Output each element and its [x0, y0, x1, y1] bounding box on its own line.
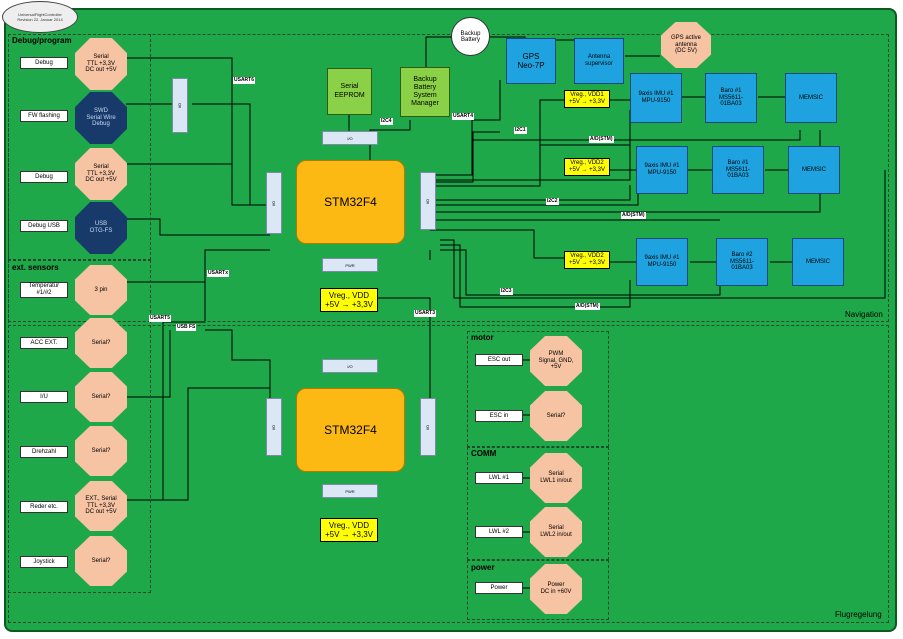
signal-i2c2: I2C2: [546, 198, 559, 205]
debug-usb-label: Debug USB: [20, 220, 68, 232]
esc-out-connector: PWM Signal, GND, +5V: [530, 336, 582, 386]
drehzahl-label: Drehzahl: [20, 446, 68, 458]
mcu-navigation: STM32F4: [296, 160, 405, 244]
section-title-comm: COMM: [471, 449, 497, 458]
acc-ext-connector: Serial?: [75, 318, 127, 368]
memsic-row-3: MEMSIC: [792, 238, 844, 286]
iu-label: I/U: [20, 391, 68, 403]
imu-row-3: 9axis IMU #1 MPU-9150: [636, 238, 688, 286]
mcu-top-pwr-port: PWR: [322, 258, 378, 272]
swd-connector: SWD Serial Wire Debug: [75, 92, 127, 144]
section-title-ext-sensors: ext. sensors: [12, 263, 59, 272]
joystick-connector: Serial?: [75, 536, 127, 586]
mcu-bottom-pwr-port: PWR: [322, 484, 378, 498]
signal-usartx: USARTx: [207, 270, 230, 277]
level-shifter-usart6: I/O: [172, 78, 188, 133]
iu-connector: Serial?: [75, 372, 127, 422]
power-label: Power: [475, 582, 523, 594]
esc-in-label: ESC in: [475, 410, 523, 422]
vreg-flugregelung: Vreg., VDD +5V → +3,3V: [320, 518, 378, 542]
signal-i2c1: I2C1: [514, 127, 527, 134]
backup-battery: Backup Battery: [451, 17, 490, 56]
power-connector: Power DC in +60V: [530, 564, 582, 614]
mcu-bottom-left-port-label: I/O: [271, 424, 277, 430]
vreg-vdd2-a: Vreg., VDD2 +5V → +3,3V: [564, 158, 610, 176]
debug-label-1: Debug: [20, 57, 68, 69]
mcu-bottom-io-port: I/O: [322, 359, 378, 373]
mcu-top-left-port-label: I/O: [271, 200, 277, 206]
signal-usb-fs: USB FS: [176, 324, 197, 331]
signal-usart6: USART6: [233, 77, 256, 84]
logo-line-2: Revision 22. Januar 2014: [17, 17, 63, 22]
section-title-power: power: [471, 563, 495, 572]
imu-row-1: 9axis IMU #1 MPU-9150: [630, 73, 682, 123]
baro-row-3: Baro #2 MS5611- 01BA03: [716, 238, 768, 286]
serial-eeprom: Serial EEPROM: [327, 68, 372, 115]
signal-i2c4: I2C4: [380, 118, 393, 125]
esc-out-label: ESC out: [475, 354, 523, 366]
signal-ad-stm-3: A/D(STM): [575, 303, 600, 310]
signal-usart4: USART4: [452, 113, 475, 120]
lwl1-connector: Serial LWL1 in/out: [530, 453, 582, 503]
debug-serial-connector-2: Serial TTL +3,3V DC out +5V: [75, 148, 127, 200]
section-title-motor: motor: [471, 333, 494, 342]
motor-section: [467, 331, 609, 447]
mcu-bottom-left-port: I/O: [266, 398, 282, 456]
gps-module: GPS Neo-7P: [506, 38, 556, 84]
mcu-top-left-port: I/O: [266, 172, 282, 234]
flugregelung-section: [8, 325, 889, 623]
imu-row-2: 9axis IMU #1 MPU-9150: [636, 146, 688, 194]
fw-flashing-label: FW flashing: [20, 110, 68, 122]
comm-section: [467, 447, 609, 560]
gps-antenna-connector: GPS active antenna (DC 5V): [661, 22, 711, 68]
mcu-bottom-right-port: I/O: [420, 398, 436, 456]
lwl1-label: LWL #1: [475, 472, 523, 484]
temperature-label: Temperatur #1/#2: [20, 282, 68, 298]
mcu-top-right-port: I/O: [420, 172, 436, 230]
signal-i2c3: I2C3: [500, 288, 513, 295]
debug-serial-connector-1: Serial TTL +3,3V DC out +5V: [75, 38, 127, 90]
backup-battery-manager: Backup Battery System Manager: [400, 67, 450, 117]
logo-line-1: UniversalFlightController: [18, 12, 62, 17]
navigation-label: Navigation: [845, 310, 883, 319]
signal-ad-stm-1: A/D(STM): [589, 136, 614, 143]
reder-label: Reder etc.: [20, 501, 68, 513]
mcu-flugregelung: STM32F4: [296, 388, 405, 472]
section-title-debug: Debug/program: [12, 36, 72, 45]
lwl2-label: LWL #2: [475, 526, 523, 538]
revision-logo: UniversalFlightController Revision 22. J…: [2, 1, 78, 33]
lwl2-connector: Serial LWL2 in/out: [530, 507, 582, 557]
ext-serial-connector: EXT., Serial TTL +3,3V DC out +5V: [75, 481, 127, 531]
antenna-supervisor: Antenna supervisor: [574, 38, 624, 84]
baro-row-2: Baro #1 MS5611- 01BA03: [712, 146, 764, 194]
vreg-navigation: Vreg., VDD +5V → +3,3V: [320, 288, 378, 312]
temperature-connector: 3 pin: [75, 265, 127, 315]
signal-usart3: USART3: [414, 310, 437, 317]
memsic-row-1: MEMSIC: [785, 73, 837, 123]
signal-usart5: USART5: [149, 315, 172, 322]
acc-ext-label: ACC EXT.: [20, 337, 68, 349]
mcu-top-right-port-label: I/O: [425, 198, 431, 204]
navigation-section: [8, 34, 889, 322]
usb-otg-connector: USB OTG-FS: [75, 202, 127, 254]
memsic-row-2: MEMSIC: [788, 146, 840, 194]
drehzahl-connector: Serial?: [75, 426, 127, 476]
esc-in-connector: Serial?: [530, 391, 582, 441]
signal-ad-stm-2: A/D(STM): [621, 212, 646, 219]
mcu-bottom-right-port-label: I/O: [425, 424, 431, 430]
baro-row-1: Baro #1 MS5611- 01BA03: [705, 73, 757, 123]
level-shifter-usart6-label: I/O: [177, 102, 183, 109]
vreg-vdd2-b: Vreg., VDD2 +5V → +3,3V: [564, 251, 610, 269]
debug-label-2: Debug: [20, 171, 68, 183]
joystick-label: Joystick: [20, 556, 68, 568]
vreg-vdd1: Vreg., VDD1 +5V → +3,3V: [564, 90, 610, 108]
mcu-top-io-port: I/O: [322, 131, 378, 145]
flugregelung-label: Flugregelung: [835, 610, 882, 619]
power-section: [467, 560, 609, 620]
